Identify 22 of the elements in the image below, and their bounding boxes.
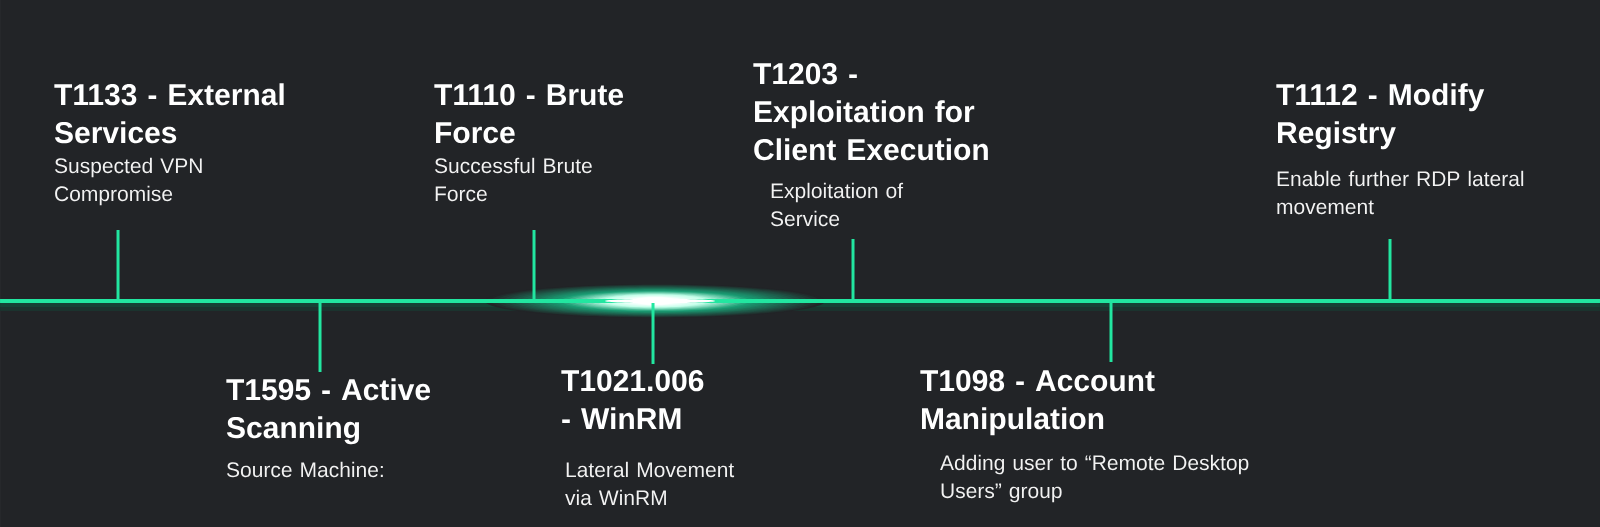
event-title: T1098 - Account Manipulation (920, 370, 1155, 436)
event-title: T1595 - Active Scanning (226, 378, 431, 445)
timeline-bar (0, 284, 1600, 318)
event-description: Successful Brute Force (434, 157, 592, 202)
leader-line (1388, 239, 1392, 299)
event-description: Suspected VPN Compromise (55, 157, 202, 206)
leader-line (532, 230, 536, 299)
event-title: T1133 - External Services (54, 83, 284, 144)
event-description: Source Machine: (227, 461, 383, 478)
event-description: Adding user to “Remote Desktop Users” group (940, 454, 1249, 503)
event-description: Exploitation of Service (770, 182, 904, 227)
event-title: T1112 - Modify Registry (1276, 83, 1485, 150)
event-description: Enable further RDP lateral movement (1277, 170, 1524, 215)
leader-line (116, 230, 120, 299)
leader-line (1109, 303, 1113, 362)
leader-line (651, 303, 655, 364)
event-title: T1021.006 - WinRM (561, 370, 704, 429)
leader-line (318, 303, 322, 372)
event-title: T1110 - Brute Force (434, 84, 624, 144)
event-title: T1203 - Exploitation for Client Execution (753, 63, 988, 161)
leader-line (851, 239, 855, 299)
event-description: Lateral Movement via WinRM (565, 461, 735, 506)
